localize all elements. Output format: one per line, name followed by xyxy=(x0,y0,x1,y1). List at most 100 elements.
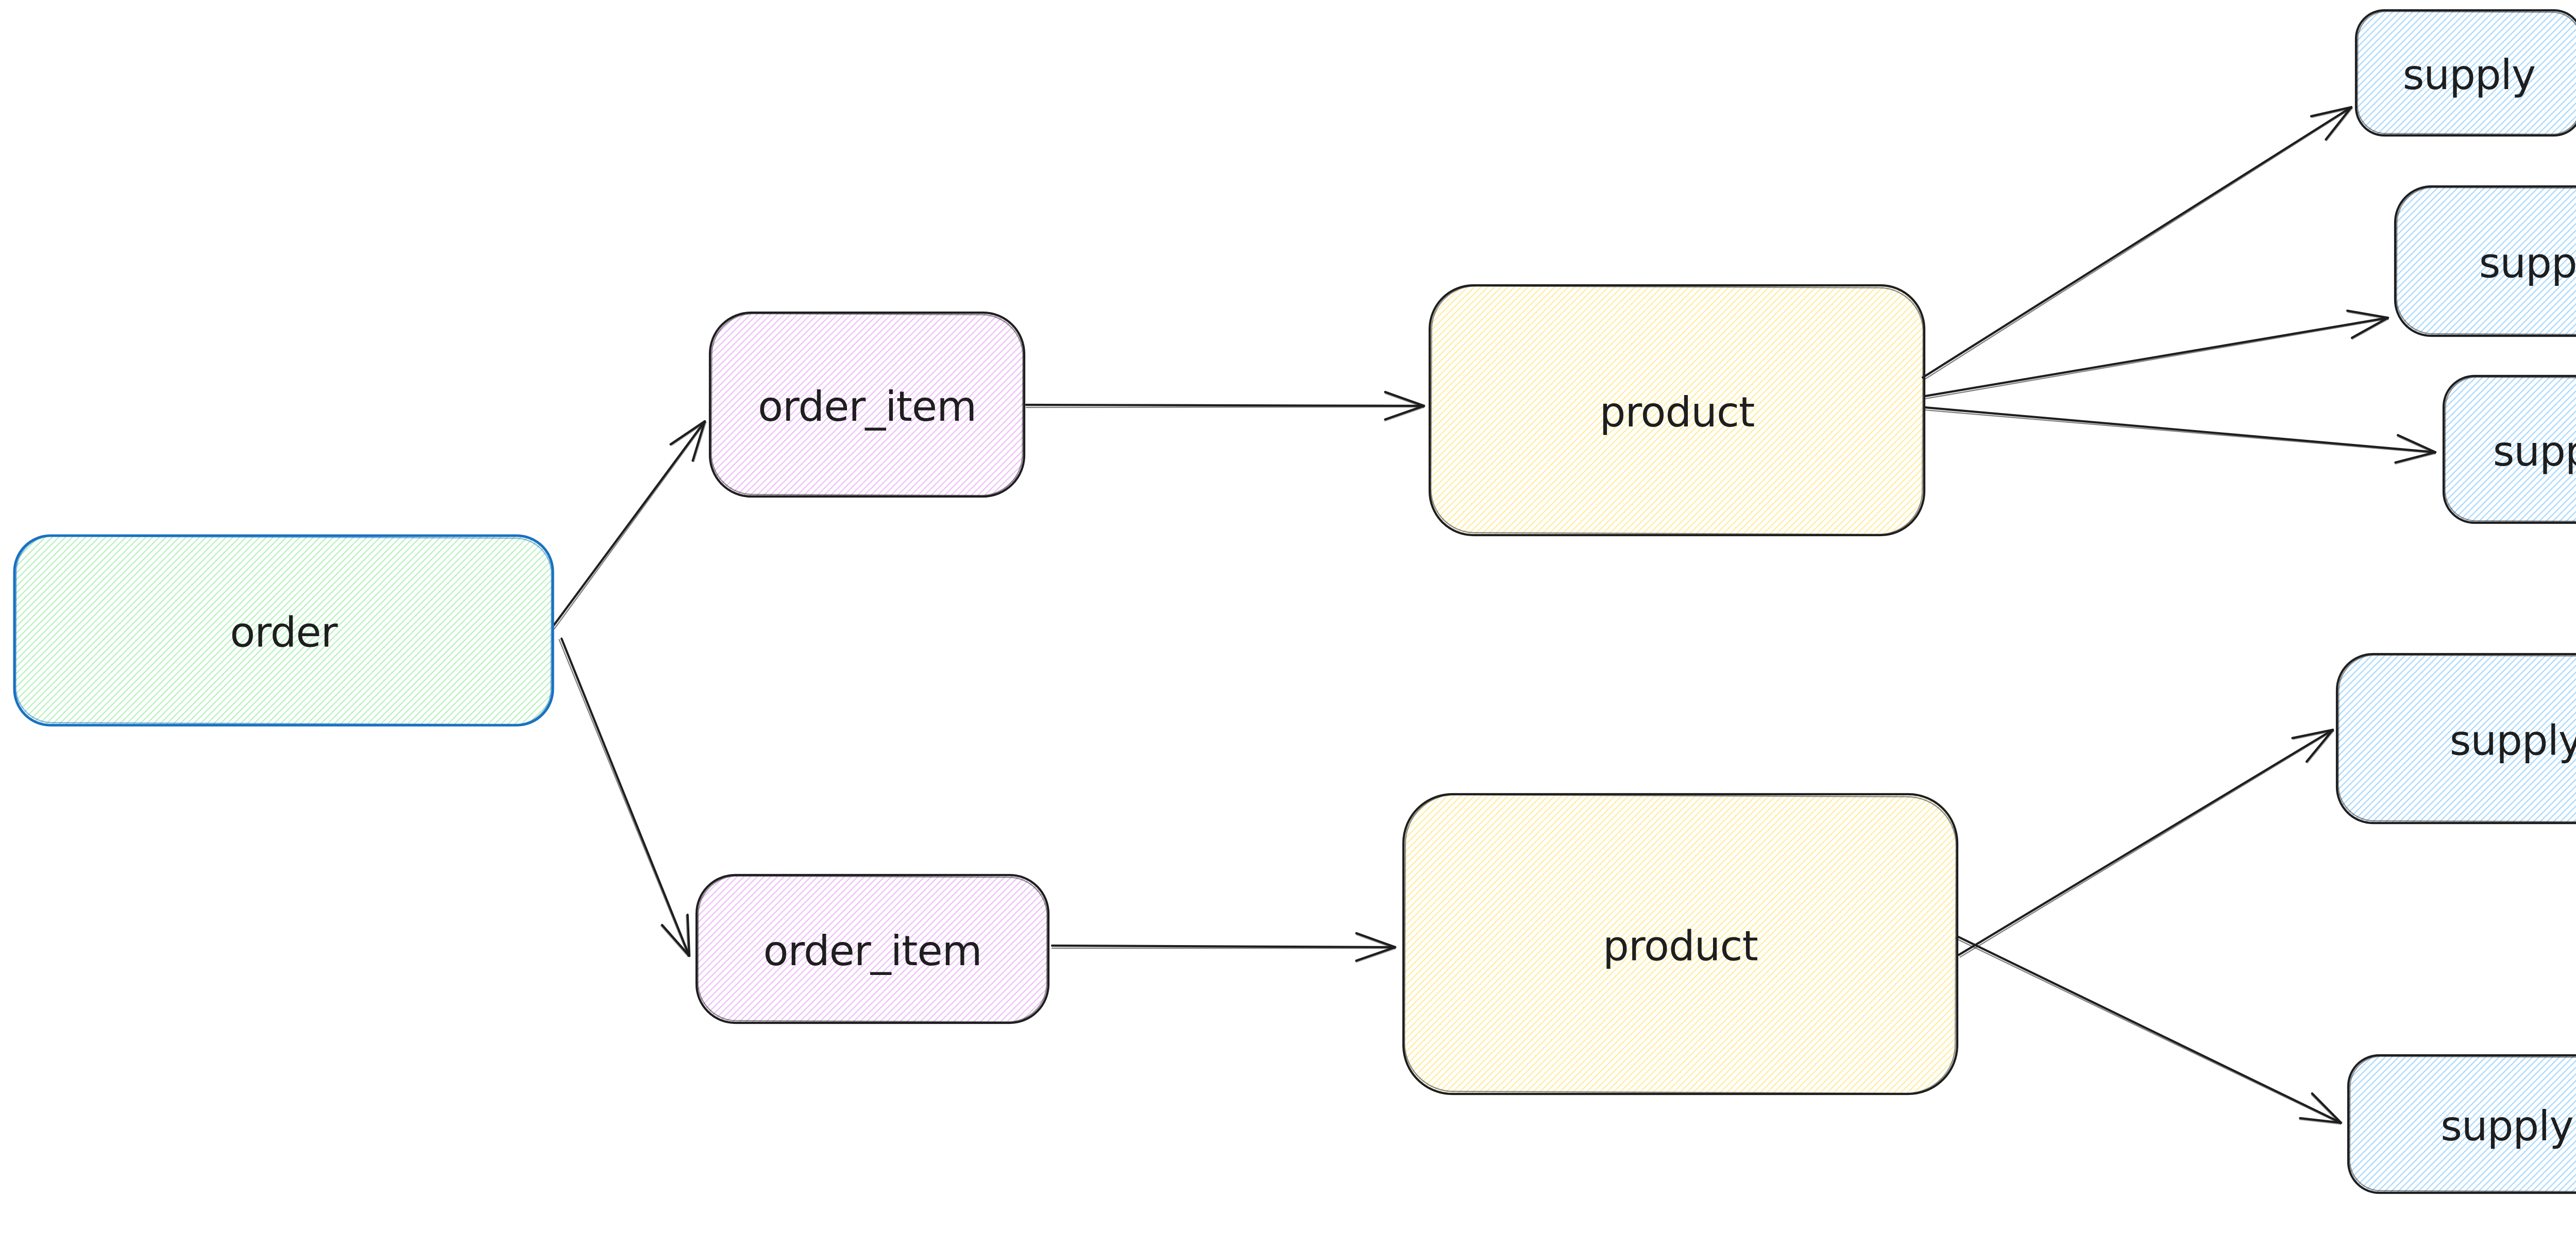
arrowhead-ghost xyxy=(2311,108,2353,118)
arrow-order_item_bottom-to-product_bottom[interactable] xyxy=(1050,932,1397,963)
node-fill xyxy=(697,875,1048,1023)
arrow-order-to-order_item_bottom[interactable] xyxy=(558,637,691,957)
node-product_bottom[interactable]: product xyxy=(1402,793,1959,1095)
node-outline xyxy=(708,311,1026,498)
node-fill xyxy=(2444,376,2576,523)
node-outline-ghost xyxy=(15,535,552,726)
arrow-product_top-to-supply_1[interactable] xyxy=(1921,106,2353,381)
arrowhead-icon xyxy=(1384,390,1426,407)
arrowhead-ghost xyxy=(1384,407,1425,422)
arrow-shaft xyxy=(1924,316,2389,398)
node-outline-ghost xyxy=(2357,11,2576,135)
arrowhead-ghost xyxy=(2307,730,2334,764)
arrow-shaft xyxy=(1050,944,1397,949)
arrow-shaft xyxy=(1025,403,1426,407)
arrow-shaft-ghost xyxy=(1955,938,2342,1124)
arrow-product_bottom-to-supply_5[interactable] xyxy=(1955,935,2343,1125)
arrow-shaft xyxy=(1956,935,2343,1124)
arrow-product_top-to-supply_2[interactable] xyxy=(1924,310,2389,400)
arrowhead-icon xyxy=(1355,932,1397,949)
arrowhead-icon xyxy=(686,913,691,957)
node-label-order_item_top: order_item xyxy=(758,383,976,431)
arrow-shaft-ghost xyxy=(1923,107,2353,381)
arrowhead-icon xyxy=(691,420,706,462)
node-supply_3[interactable]: supply xyxy=(2442,374,2576,524)
node-fill xyxy=(1430,285,1924,535)
node-label-product_top: product xyxy=(1600,388,1755,436)
arrow-shaft-ghost xyxy=(558,639,689,957)
arrowhead-ghost xyxy=(2311,1094,2341,1125)
node-outline xyxy=(2394,185,2576,337)
arrowhead-icon xyxy=(2350,316,2389,339)
node-outline-ghost xyxy=(1403,794,1957,1094)
arrow-shaft xyxy=(551,420,706,629)
arrowhead-icon xyxy=(2305,728,2334,763)
arrowhead-icon xyxy=(1355,946,1397,962)
arrowhead-ghost xyxy=(693,421,707,463)
arrow-product_top-to-supply_3[interactable] xyxy=(1923,406,2437,465)
node-layer: orderorder_itemorder_itemproductproducts… xyxy=(13,9,2576,1194)
node-label-supply_4: supply xyxy=(2450,717,2576,765)
node-supply_4[interactable]: supply xyxy=(2335,653,2576,825)
node-order_item_top[interactable]: order_item xyxy=(708,311,1026,498)
node-supply_5[interactable]: supply xyxy=(2347,1054,2576,1194)
node-label-supply_2: supply xyxy=(2479,239,2576,287)
arrowhead-icon xyxy=(1384,404,1426,421)
arrow-shaft xyxy=(560,637,691,957)
node-outline xyxy=(1402,793,1959,1095)
arrowhead-icon xyxy=(2299,1117,2343,1124)
node-outline-ghost xyxy=(2444,376,2576,522)
node-outline-ghost xyxy=(2396,186,2576,336)
arrow-order_item_top-to-product_top[interactable] xyxy=(1025,390,1426,422)
node-order_item_bottom[interactable]: order_item xyxy=(695,874,1050,1024)
node-outline xyxy=(2347,1054,2576,1194)
node-label-order: order xyxy=(230,609,337,657)
node-fill xyxy=(1403,794,1957,1094)
node-outline-ghost xyxy=(1430,285,1924,535)
node-fill xyxy=(2395,186,2576,336)
node-outline xyxy=(2442,374,2576,524)
node-fill xyxy=(710,313,1024,496)
arrow-product_bottom-to-supply_4[interactable] xyxy=(1957,728,2334,958)
node-fill xyxy=(14,536,553,725)
arrowhead-ghost xyxy=(2293,730,2334,740)
arrowhead-ghost xyxy=(1355,934,1396,949)
node-fill xyxy=(2356,10,2576,135)
arrowhead-ghost xyxy=(2299,1119,2341,1125)
arrowhead-ghost xyxy=(2326,108,2353,142)
arrow-shaft xyxy=(1957,728,2334,956)
node-product_top[interactable]: product xyxy=(1428,284,1926,537)
arrowhead-ghost xyxy=(2351,318,2389,340)
node-label-product_bottom: product xyxy=(1603,922,1758,970)
node-supply_2[interactable]: supply xyxy=(2394,185,2576,337)
node-label-supply_3: supply xyxy=(2493,427,2576,475)
node-outline xyxy=(13,534,554,727)
arrowhead-ghost xyxy=(2397,436,2436,454)
node-label-supply_1: supply xyxy=(2403,51,2536,99)
arrowhead-icon xyxy=(2291,728,2334,740)
arrow-order-to-order_item_top[interactable] xyxy=(551,420,707,630)
arrow-shaft-ghost xyxy=(1925,318,2389,400)
edge-layer xyxy=(551,106,2437,1125)
node-label-order_item_bottom: order_item xyxy=(763,927,981,975)
arrow-shaft-ghost xyxy=(553,421,706,630)
arrowhead-ghost xyxy=(1384,393,1425,408)
arrowhead-icon xyxy=(669,420,706,446)
arrowhead-ghost xyxy=(671,421,707,446)
arrowhead-icon xyxy=(2346,310,2389,319)
node-supply_1[interactable]: supply xyxy=(2354,9,2576,137)
node-label-supply_5: supply xyxy=(2441,1102,2573,1150)
node-outline-ghost xyxy=(710,313,1024,496)
arrow-shaft-ghost xyxy=(1959,730,2334,958)
arrowhead-icon xyxy=(2310,106,2353,117)
node-fill xyxy=(2348,1055,2576,1193)
node-outline-ghost xyxy=(2337,654,2576,823)
node-order[interactable]: order xyxy=(13,534,554,727)
node-fill xyxy=(2337,654,2576,823)
arrowhead-ghost xyxy=(1355,948,1396,963)
arrowhead-icon xyxy=(2325,106,2353,141)
node-outline xyxy=(2335,653,2576,825)
arrowhead-ghost xyxy=(2347,312,2389,320)
